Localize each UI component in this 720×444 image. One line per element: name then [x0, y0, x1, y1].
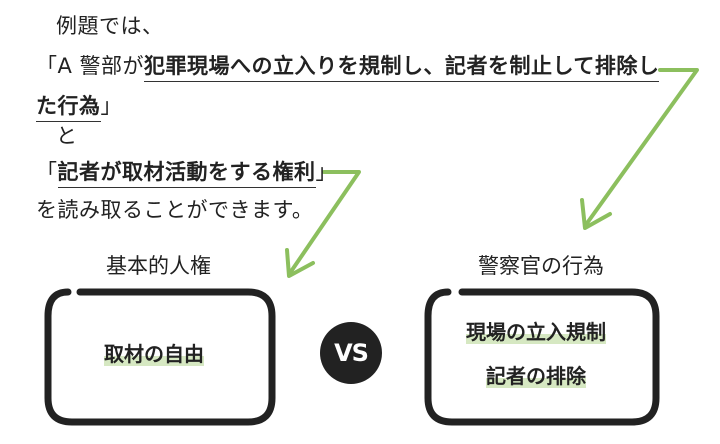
- close-quote-b: 」: [315, 160, 337, 184]
- open-quote-b: 「: [36, 160, 58, 184]
- line-police-action: 「A 警部が犯罪現場への立入りを規制し、記者を制止して排除し: [36, 54, 660, 82]
- arrow-head-right: [580, 198, 612, 230]
- right-box-outline: [424, 288, 660, 426]
- right-box-text-2: 記者の排除: [486, 364, 586, 388]
- right-label: 警察官の行為: [478, 254, 604, 278]
- arrow-head-left: [285, 248, 315, 278]
- line-intro: 例題では、: [56, 14, 164, 38]
- police-action-emphasis-cont: た行為: [36, 94, 101, 122]
- left-box-outline: [44, 288, 276, 426]
- reporter-right-emphasis: 記者が取材活動をする権利: [57, 160, 316, 188]
- line-conclusion: を読み取ることができます。: [36, 198, 314, 222]
- line-reporter-right: 「記者が取材活動をする権利」: [36, 160, 337, 188]
- freedom-of-press: 取材の自由: [104, 342, 204, 366]
- close-quote-a: 」: [100, 94, 122, 118]
- site-entry-restriction: 現場の立入規制: [466, 320, 606, 344]
- reporter-exclusion: 記者の排除: [486, 364, 586, 388]
- line-police-action-cont: た行為」: [36, 94, 122, 122]
- police-action-emphasis: 犯罪現場への立入りを規制し、記者を制止して排除し: [144, 54, 660, 82]
- arrow-to-human-rights: [288, 170, 361, 275]
- right-box-text-1: 現場の立入規制: [466, 320, 606, 344]
- open-quote-a: 「A 警部が: [36, 54, 145, 78]
- left-label: 基本的人権: [106, 254, 211, 278]
- left-box-text: 取材の自由: [104, 342, 204, 366]
- line-and: と: [56, 124, 78, 148]
- arrow-to-police-action: [583, 68, 699, 228]
- vs-badge: VS: [320, 322, 382, 384]
